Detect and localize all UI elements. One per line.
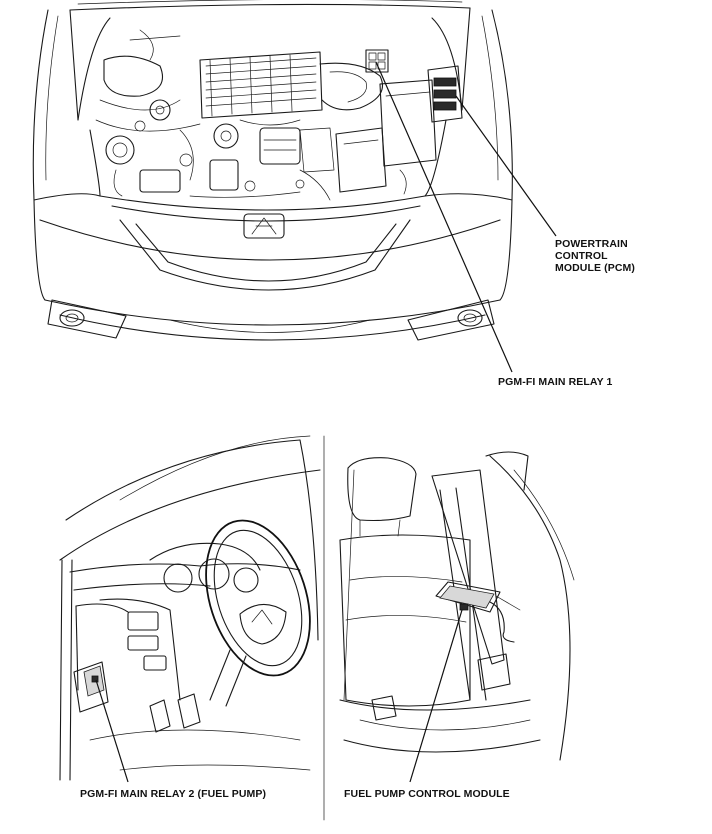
relay1-leader-line [375, 61, 513, 373]
pcm-label-line-2: CONTROL [555, 250, 608, 262]
relay2-leader-line [95, 679, 129, 783]
pcm-label: POWERTRAIN CONTROL MODULE (PCM) [555, 238, 635, 274]
fuel-pump-module-leader-line [409, 609, 463, 783]
pcm-label-line-1: POWERTRAIN [555, 238, 628, 250]
engine-bay-illustration [32, 0, 513, 341]
relay1-label: PGM-FI MAIN RELAY 1 [498, 376, 613, 388]
driver-dashboard-illustration [59, 435, 321, 781]
pcm-label-line-3: MODULE (PCM) [555, 262, 635, 274]
rear-seat-illustration [339, 451, 575, 761]
relay2-label: PGM-FI MAIN RELAY 2 (FUEL PUMP) [80, 788, 267, 800]
pcm-leader-line [455, 95, 557, 237]
fuel-pump-module-label: FUEL PUMP CONTROL MODULE [344, 788, 510, 800]
